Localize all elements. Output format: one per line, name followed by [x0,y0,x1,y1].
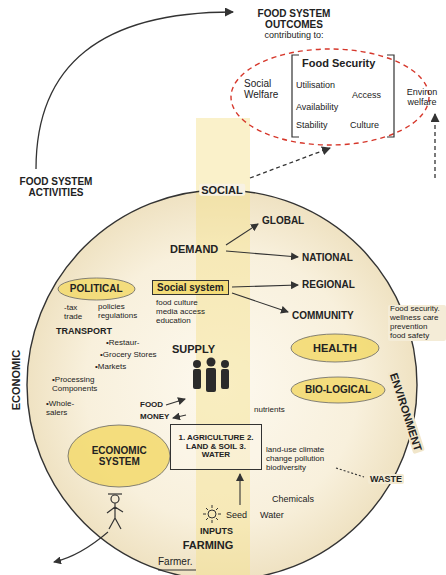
activities-heading: FOOD SYSTEM ACTIVITIES [6,172,106,202]
note-label: Food security. wellness care prevention … [388,305,446,341]
flow-arrow [226,251,298,257]
note-label: land-use climate change pollution biodiv… [266,446,332,473]
farmer-figure [107,494,123,529]
note-label: policies regulations [98,303,144,321]
note-label: TRANSPORT [56,326,112,336]
highlight-ellipse [291,377,385,403]
box-outline [171,425,262,470]
note-label: WASTE [368,474,404,484]
sector-label: ENVIRONMENT [387,370,425,455]
note-label: •Markets [95,363,126,372]
note-label: MONEY [140,413,169,422]
box-title: Food Security [302,57,375,69]
note-label: •Grocery Stores [100,351,157,360]
system-title: Social system [152,280,229,295]
note-label: NATIONAL [302,252,353,263]
heading-text: FOOD SYSTEM OUTCOMES [242,8,346,30]
note-label: REGIONAL [302,279,355,290]
ellipse-label: HEALTH [313,342,357,354]
outcomes-heading: FOOD SYSTEM OUTCOMEScontributing to: [236,2,352,46]
connector-arrow [250,148,330,178]
flow-arrow [173,415,186,418]
flow-arrow [232,293,288,312]
sun-icon [203,505,221,523]
note-label: DEMAND [170,243,218,255]
pillar-label: Stability [296,120,328,130]
note-label: •Whole-salers [46,400,86,418]
note-label: Seed [226,510,247,520]
waste-leader [336,468,364,477]
highlight-ellipse [68,425,170,487]
pillar-label: Access [352,90,381,100]
social-system-node: Social system food culture media access e… [150,280,250,340]
welfare-node: Environ welfare [399,82,445,112]
health-ellipse: HEALTH [290,333,380,363]
outcomes-ellipse: Social WelfareFood SecurityUtilisationAc… [230,48,430,146]
flow-arrow [226,224,258,245]
ellipse-label: POLITICAL [70,283,123,294]
note-label: INPUTS [200,526,233,536]
connector-arrow [434,114,435,178]
connector-arrow [36,12,233,169]
flow-arrow [239,474,240,505]
people-icon [193,358,229,393]
note-label: nutrients [254,406,285,415]
note-label: FOOD [140,401,163,410]
sector-label: ECONOMIC [10,350,22,411]
ellipse-label: BIO-LOGICAL [305,384,371,395]
heading-text: FOOD SYSTEM ACTIVITIES [7,176,105,198]
flow-arrow [232,285,298,287]
system-circle [27,190,417,575]
agriculture-box: 1. AGRICULTURE 2. LAND & SOIL 3. WATER [170,424,262,470]
dashed-ellipse [231,49,429,145]
note-label: Chemicals [272,494,314,504]
biological-ellipse: BIO-LOGICAL [290,376,386,404]
welfare-label: Environ welfare [400,87,444,107]
system-detail: food culture media access education [156,299,220,326]
pillar-label: Availability [296,102,338,112]
note-label: GLOBAL [262,215,304,226]
note-label: COMMUNITY [292,310,354,321]
ellipse-label: ECONOMIC SYSTEM [83,445,155,467]
food-security-box: Food SecurityUtilisationAccessAvailabili… [290,54,396,138]
note-label: SUPPLY [172,343,215,355]
economic-system-ellipse: ECONOMIC SYSTEM [67,424,171,488]
pillar-label: Utilisation [296,80,335,90]
box-label: 1. AGRICULTURE 2. LAND & SOIL 3. WATER [178,434,254,461]
sector-label: SOCIAL [199,184,245,196]
note-label: •Processing Components [52,376,110,394]
note-label: Water [260,510,284,520]
note-label: Farmer. [158,556,192,567]
note-label: -tax trade [64,304,94,322]
political-ellipse: POLITICAL [57,277,136,301]
flow-arrow [166,399,185,405]
pillar-label: Culture [350,120,379,130]
highlight-ellipse [291,334,379,362]
sector-label: FARMING [183,539,234,551]
highlight-ellipse [58,278,135,300]
bracket-outline [292,55,394,137]
note-label: •Restaur- [106,339,139,348]
welfare-label: Social Welfare [244,78,288,100]
subheading-text: contributing to: [264,30,323,40]
